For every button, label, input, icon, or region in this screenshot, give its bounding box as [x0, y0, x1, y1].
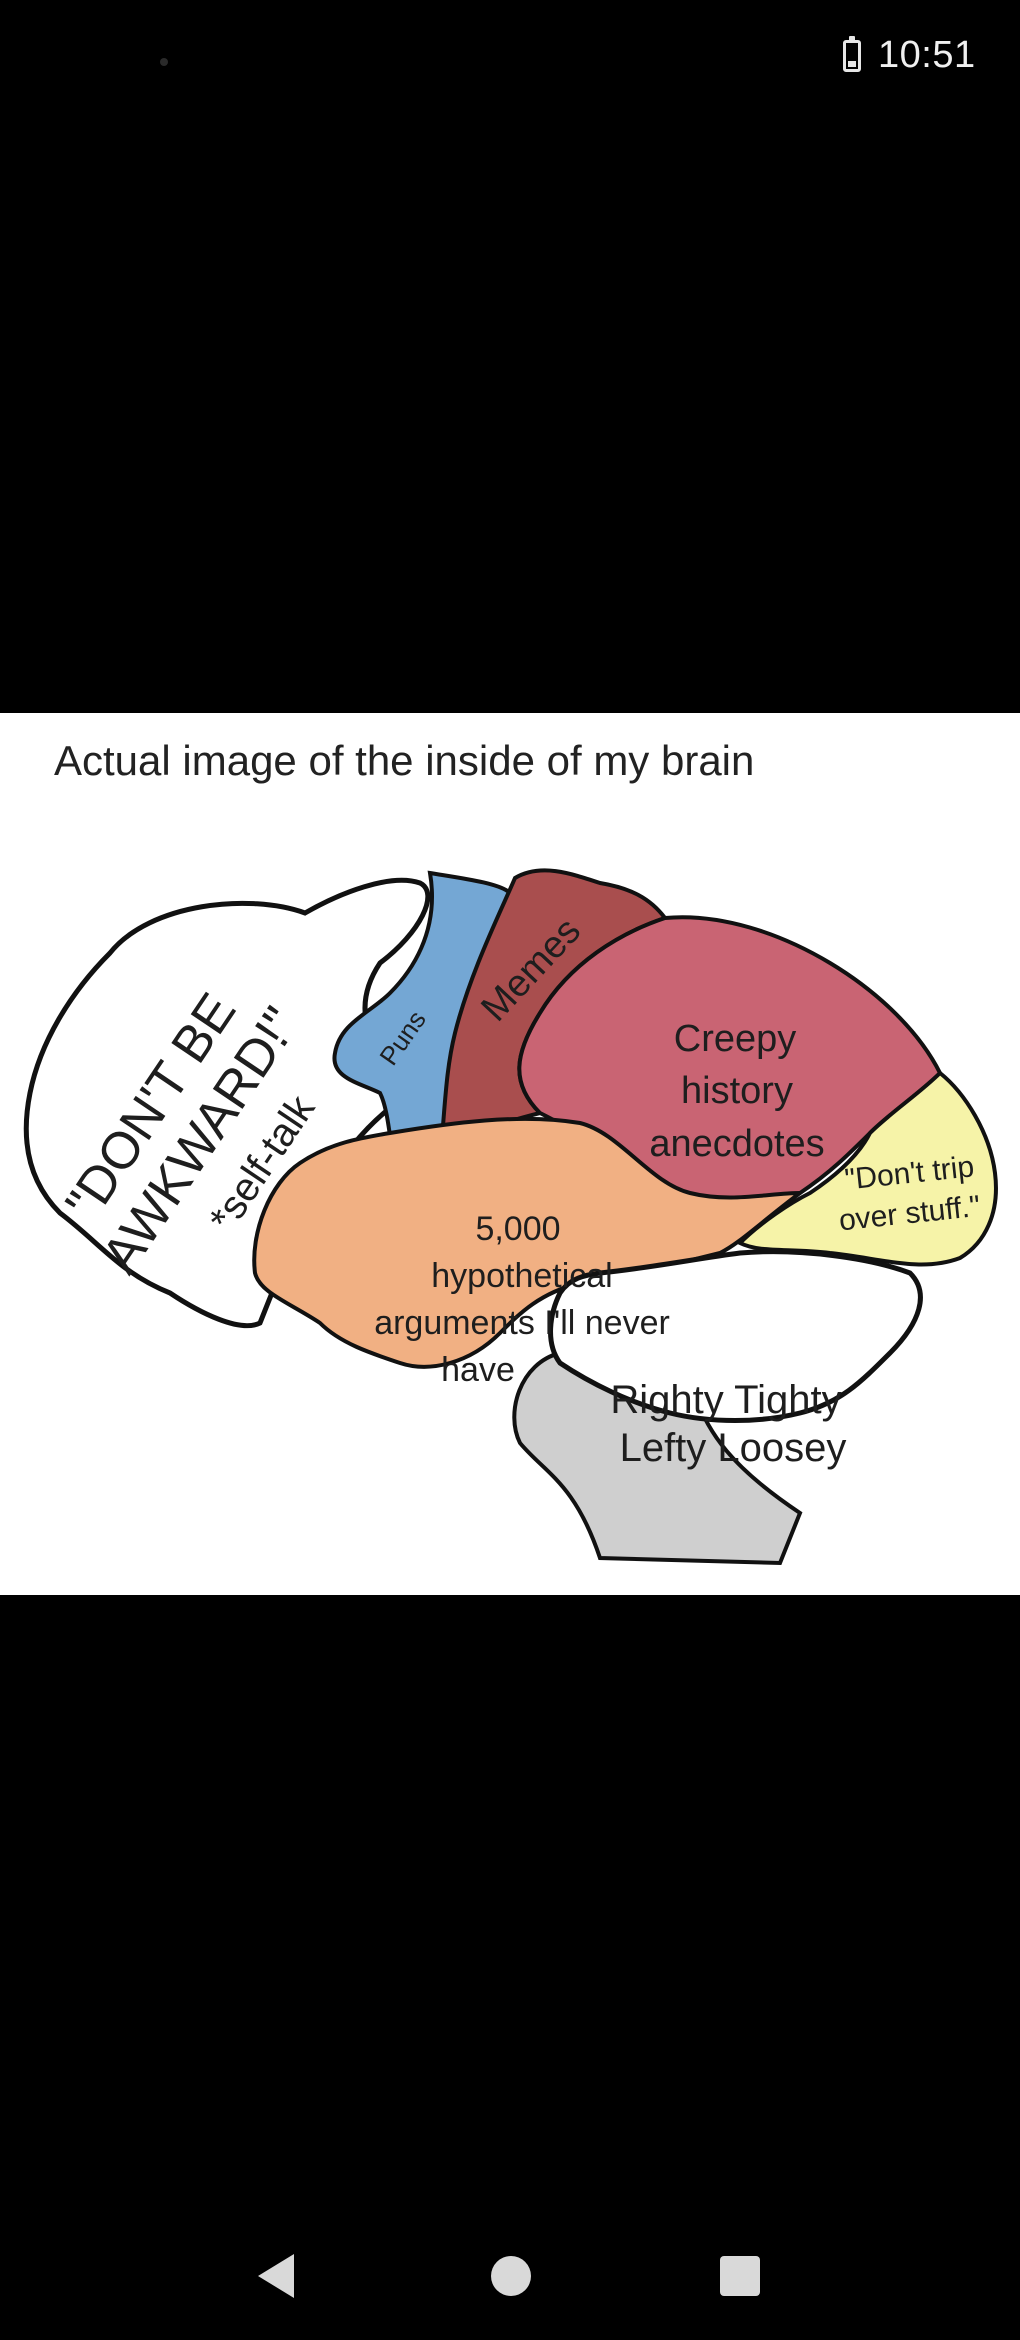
status-time: 10:51	[878, 34, 976, 76]
back-icon[interactable]	[258, 2254, 294, 2298]
recents-icon[interactable]	[720, 2256, 760, 2296]
image-caption: Actual image of the inside of my brain	[54, 737, 755, 784]
label-creepy-2: history	[681, 1070, 793, 1112]
home-icon[interactable]	[491, 2256, 531, 2296]
status-bar: 10:51	[0, 0, 1020, 120]
brain-stem	[512, 1350, 803, 1566]
label-righty-1: Righty Tighty	[610, 1378, 841, 1422]
meme-image: Actual image of the inside of my brain "…	[0, 713, 1020, 1595]
label-creepy-1: Creepy	[674, 1018, 797, 1060]
label-args-3: arguments I'll never	[374, 1304, 670, 1342]
battery-icon	[843, 36, 861, 72]
label-creepy-3: anecdotes	[649, 1123, 824, 1165]
region-righty-tighty	[548, 1249, 923, 1423]
label-args-4: have	[441, 1351, 515, 1389]
label-righty-2: Lefty Loosey	[620, 1426, 847, 1470]
camera-dot	[160, 58, 168, 66]
brain-diagram: "DON'T BE AWKWARD!" *self-talk Puns Meme…	[23, 868, 998, 1566]
region-self-talk	[23, 877, 431, 1329]
label-args-1: 5,000	[475, 1210, 560, 1248]
label-args-2: hypothetical	[431, 1257, 612, 1295]
